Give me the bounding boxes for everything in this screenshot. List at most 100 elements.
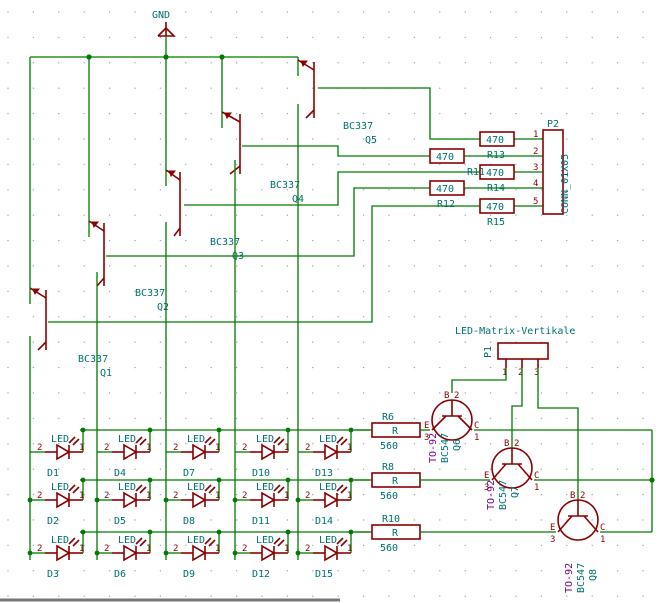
p2-pin-5: 5	[533, 197, 538, 207]
led-pin-k: 1	[146, 544, 151, 554]
led-pin-k: 1	[347, 544, 352, 554]
resistor-ref: R14	[487, 183, 505, 194]
led-pin-a: 2	[104, 544, 109, 554]
pin-c: C	[600, 523, 605, 533]
led-value: LED	[319, 535, 337, 546]
gnd-label: GND	[152, 10, 170, 21]
p2-pin-4: 4	[533, 179, 538, 189]
led-pin-a: 2	[305, 544, 310, 554]
grid-dots	[7, 11, 644, 597]
led-pin-a: 2	[173, 491, 178, 501]
resistor-ref: R15	[487, 217, 505, 228]
transistor-ref: Q2	[157, 302, 169, 313]
led-value: LED	[187, 535, 205, 546]
p1-pin-3: 3	[534, 368, 539, 378]
transistor-value: BC337	[135, 288, 165, 299]
led-ref: D13	[315, 468, 333, 479]
pin-c: C	[474, 421, 479, 431]
led-ref: D5	[114, 516, 126, 527]
resistor-value: 470	[436, 152, 454, 163]
resistor-value: 560	[380, 441, 398, 452]
p2-ref: P2	[547, 119, 559, 130]
led-value: LED	[51, 482, 69, 493]
pin-3: 3	[484, 483, 489, 493]
resistor-ref: R13	[487, 150, 505, 161]
right-wiring	[420, 429, 655, 533]
transistor-value: BC547	[576, 563, 587, 593]
connector-p2: P2 CONN_01X05 1 2 3 4 5	[533, 119, 571, 215]
led-pin-a: 2	[37, 544, 42, 554]
transistor-ref: Q7	[510, 486, 521, 498]
pin-b: B	[504, 439, 509, 449]
resistor-body: R	[392, 528, 399, 539]
led-pin-k: 1	[347, 443, 352, 453]
led-ref: D3	[47, 569, 59, 580]
pin-e: E	[424, 421, 429, 431]
transistor-value: BC337	[343, 121, 373, 132]
led-pin-k: 1	[79, 443, 84, 453]
resistor-ref: R10	[382, 514, 400, 525]
led-ref: D10	[252, 468, 270, 479]
pin-b: B	[444, 391, 449, 401]
p1-value: LED-Matrix-Vertikale	[455, 326, 575, 337]
pin-3: 3	[550, 535, 555, 545]
transistor-package: TO-92	[486, 480, 497, 510]
led-ref: D1	[47, 468, 59, 479]
resistor-ref: R8	[382, 462, 394, 473]
led-pin-a: 2	[37, 491, 42, 501]
resistor-body: R	[392, 426, 399, 437]
led-pin-k: 1	[79, 544, 84, 554]
transistor-ref: Q6	[452, 439, 463, 451]
led-pin-a: 2	[173, 443, 178, 453]
connector-p1: LED-Matrix-Vertikale P1 1 2 3	[451, 326, 579, 500]
led-value: LED	[187, 434, 205, 445]
resistor-value: 470	[486, 202, 504, 213]
transistor-package: TO-92	[428, 433, 439, 463]
transistor-value: BC547	[440, 433, 451, 463]
pin-e: E	[550, 523, 555, 533]
led-pin-k: 1	[284, 544, 289, 554]
led-value: LED	[187, 482, 205, 493]
p2-pin-3: 3	[533, 163, 538, 173]
led-value: LED	[256, 434, 274, 445]
resistor-r6: R R6 560	[355, 412, 421, 452]
led-value: LED	[256, 535, 274, 546]
led-pin-k: 1	[215, 443, 220, 453]
led-pin-k: 1	[146, 443, 151, 453]
resistor-ref: R6	[382, 412, 394, 423]
led-ref: D6	[114, 569, 126, 580]
pin-b: B	[570, 491, 575, 501]
led-pin-a: 2	[173, 544, 178, 554]
transistor-package: TO-92	[564, 563, 575, 593]
transistor-ref: Q1	[100, 368, 112, 379]
pin-2: 2	[454, 391, 459, 401]
p1-ref: P1	[483, 346, 494, 358]
p2-pin-2: 2	[533, 147, 538, 157]
pin-2: 2	[580, 491, 585, 501]
led-value: LED	[319, 434, 337, 445]
led-pin-a: 2	[305, 443, 310, 453]
led-ref: D12	[252, 569, 270, 580]
led-pin-a: 2	[305, 491, 310, 501]
p1-pin-2: 2	[518, 368, 523, 378]
p2-value: CONN_01X05	[560, 154, 571, 214]
transistor-ref: Q8	[588, 569, 599, 581]
led-pin-a: 2	[242, 491, 247, 501]
